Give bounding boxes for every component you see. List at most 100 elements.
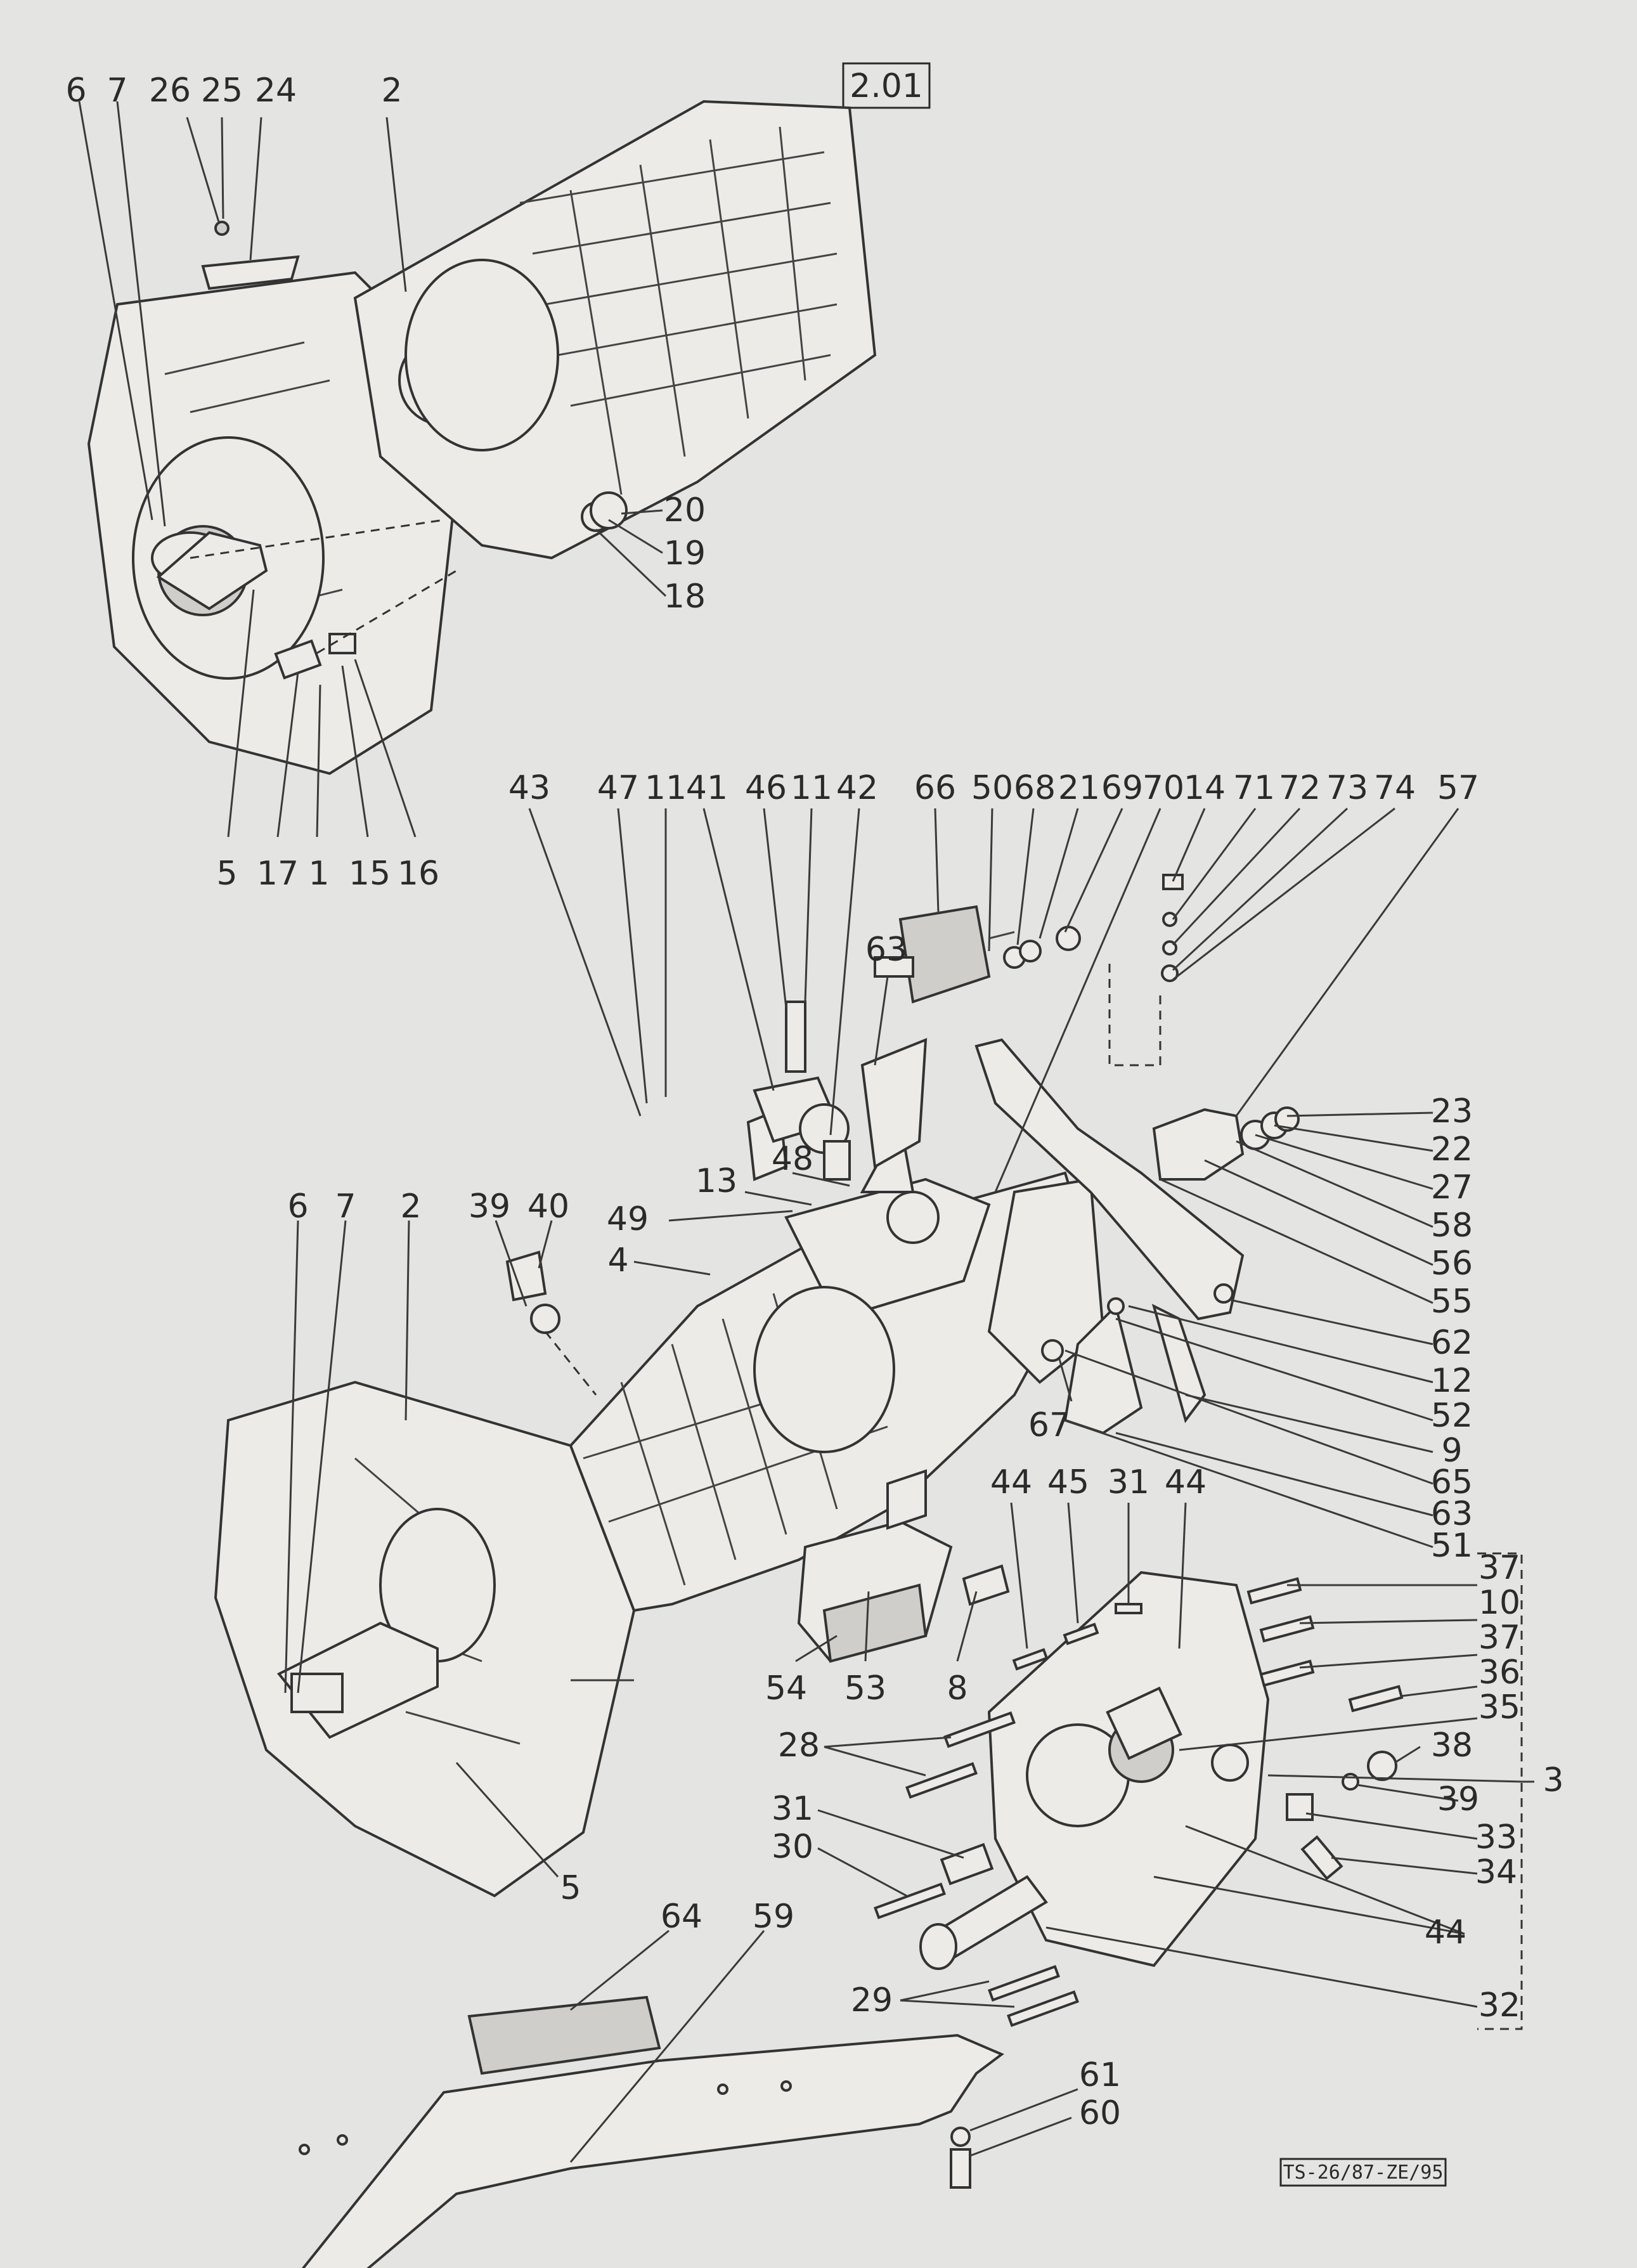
label-43: 43 (508, 769, 550, 807)
label-53: 53 (844, 1669, 886, 1707)
label-45: 45 (1047, 1463, 1089, 1501)
drawing-code: TS-26/87-ZE/95 (1283, 2161, 1444, 2184)
label-58: 58 (1431, 1207, 1473, 1245)
label-1: 1 (308, 855, 329, 893)
label-46: 46 (745, 769, 787, 807)
right-leader-lines (1058, 1111, 1433, 1548)
label-56: 56 (1431, 1245, 1473, 1283)
label-10: 10 (1478, 1584, 1520, 1622)
top-leader-lines (78, 101, 667, 838)
label-41: 41 (686, 769, 728, 807)
label-20: 20 (664, 491, 706, 529)
label-25: 25 (201, 72, 243, 110)
label-2b: 2 (400, 1188, 421, 1226)
label-72: 72 (1279, 769, 1321, 807)
label-2: 2 (381, 72, 402, 110)
label-11b: 11 (791, 769, 832, 807)
label-13: 13 (696, 1162, 737, 1200)
label-14: 14 (1184, 769, 1226, 807)
label-68: 68 (1014, 769, 1056, 807)
rear-mount-block (797, 1469, 1010, 1663)
label-33: 33 (1475, 1818, 1517, 1857)
lower-labels: 44 45 31 44 37 10 37 36 35 38 3 39 33 34… (560, 1463, 1563, 2132)
middle-leader-lines (284, 807, 1459, 1694)
rear-end-cover (874, 1552, 1523, 2030)
label-34: 34 (1475, 1853, 1517, 1891)
label-44c: 44 (1425, 1914, 1466, 1952)
label-6b: 6 (287, 1188, 308, 1226)
label-29: 29 (851, 1981, 893, 2019)
label-31b: 31 (772, 1790, 813, 1828)
crossmember-bar (301, 2033, 1004, 2268)
label-51: 51 (1431, 1527, 1473, 1565)
label-35: 35 (1478, 1688, 1520, 1727)
label-71: 71 (1233, 769, 1275, 807)
label-42: 42 (836, 769, 878, 807)
label-18: 18 (664, 578, 706, 616)
label-3: 3 (1543, 1761, 1563, 1799)
label-27: 27 (1431, 1169, 1473, 1207)
label-36: 36 (1478, 1654, 1520, 1692)
label-64: 64 (661, 1898, 702, 1936)
label-26: 26 (149, 72, 191, 110)
label-62: 62 (1431, 1324, 1473, 1362)
label-63: 63 (865, 931, 907, 969)
label-48: 48 (772, 1140, 813, 1178)
label-38: 38 (1431, 1727, 1473, 1765)
label-11: 11 (645, 769, 687, 807)
main-transmission-assembly (214, 1171, 1105, 1898)
top-bell-housing-assembly (87, 100, 877, 775)
label-39: 39 (469, 1188, 510, 1226)
label-23: 23 (1431, 1092, 1473, 1131)
label-21: 21 (1058, 769, 1100, 807)
middle-labels: 43 47 11 41 46 11 42 66 50 68 21 69 70 1… (287, 769, 1479, 1280)
label-60: 60 (1079, 2094, 1121, 2132)
label-54: 54 (765, 1669, 807, 1707)
upper-mounting-parts (746, 874, 1300, 1435)
label-15: 15 (349, 855, 391, 893)
label-49: 49 (607, 1200, 649, 1238)
label-30: 30 (772, 1828, 813, 1866)
label-57: 57 (1437, 769, 1479, 807)
label-61: 61 (1079, 2056, 1121, 2094)
label-73: 73 (1326, 769, 1368, 807)
speedometer-drive (1152, 1108, 1245, 1181)
label-7b: 7 (335, 1188, 356, 1226)
label-37: 37 (1478, 1549, 1520, 1587)
label-67: 67 (1028, 1406, 1070, 1444)
label-16: 16 (398, 855, 439, 893)
label-65: 65 (1431, 1463, 1473, 1501)
drawing-code-box: TS-26/87-ZE/95 (1279, 2158, 1447, 2187)
gear-shift-arm (974, 1038, 1245, 1321)
label-55: 55 (1431, 1283, 1473, 1321)
label-47: 47 (597, 769, 639, 807)
label-59: 59 (753, 1898, 794, 1936)
label-70: 70 (1142, 769, 1184, 807)
label-17: 17 (257, 855, 299, 893)
label-9: 9 (1441, 1432, 1462, 1470)
label-12: 12 (1431, 1362, 1473, 1400)
label-22: 22 (1431, 1131, 1473, 1169)
rubber-pad (467, 1995, 661, 2075)
label-4: 4 (607, 1241, 628, 1280)
label-8: 8 (947, 1669, 967, 1707)
right-column-labels: 23 22 27 58 56 55 62 12 52 9 65 63 51 67 (1028, 1092, 1473, 1565)
top-labels: 6 7 26 25 24 2 20 19 18 5 17 1 15 16 (65, 72, 706, 893)
label-37b: 37 (1478, 1619, 1520, 1657)
label-40: 40 (527, 1188, 569, 1226)
label-66: 66 (914, 769, 956, 807)
label-50: 50 (971, 769, 1013, 807)
drain-plug (505, 1250, 597, 1396)
label-52: 52 (1431, 1397, 1473, 1435)
label-44b: 44 (1165, 1463, 1207, 1501)
label-39b: 39 (1437, 1780, 1479, 1818)
label-63b: 63 (1431, 1495, 1473, 1533)
label-32: 32 (1478, 1986, 1520, 2025)
rubber-mount (898, 905, 991, 1004)
label-28: 28 (778, 1727, 820, 1765)
page-number-box: 2.01 (842, 62, 931, 109)
label-69: 69 (1101, 769, 1143, 807)
crossmember (299, 1995, 1004, 2268)
label-19: 19 (664, 535, 706, 573)
